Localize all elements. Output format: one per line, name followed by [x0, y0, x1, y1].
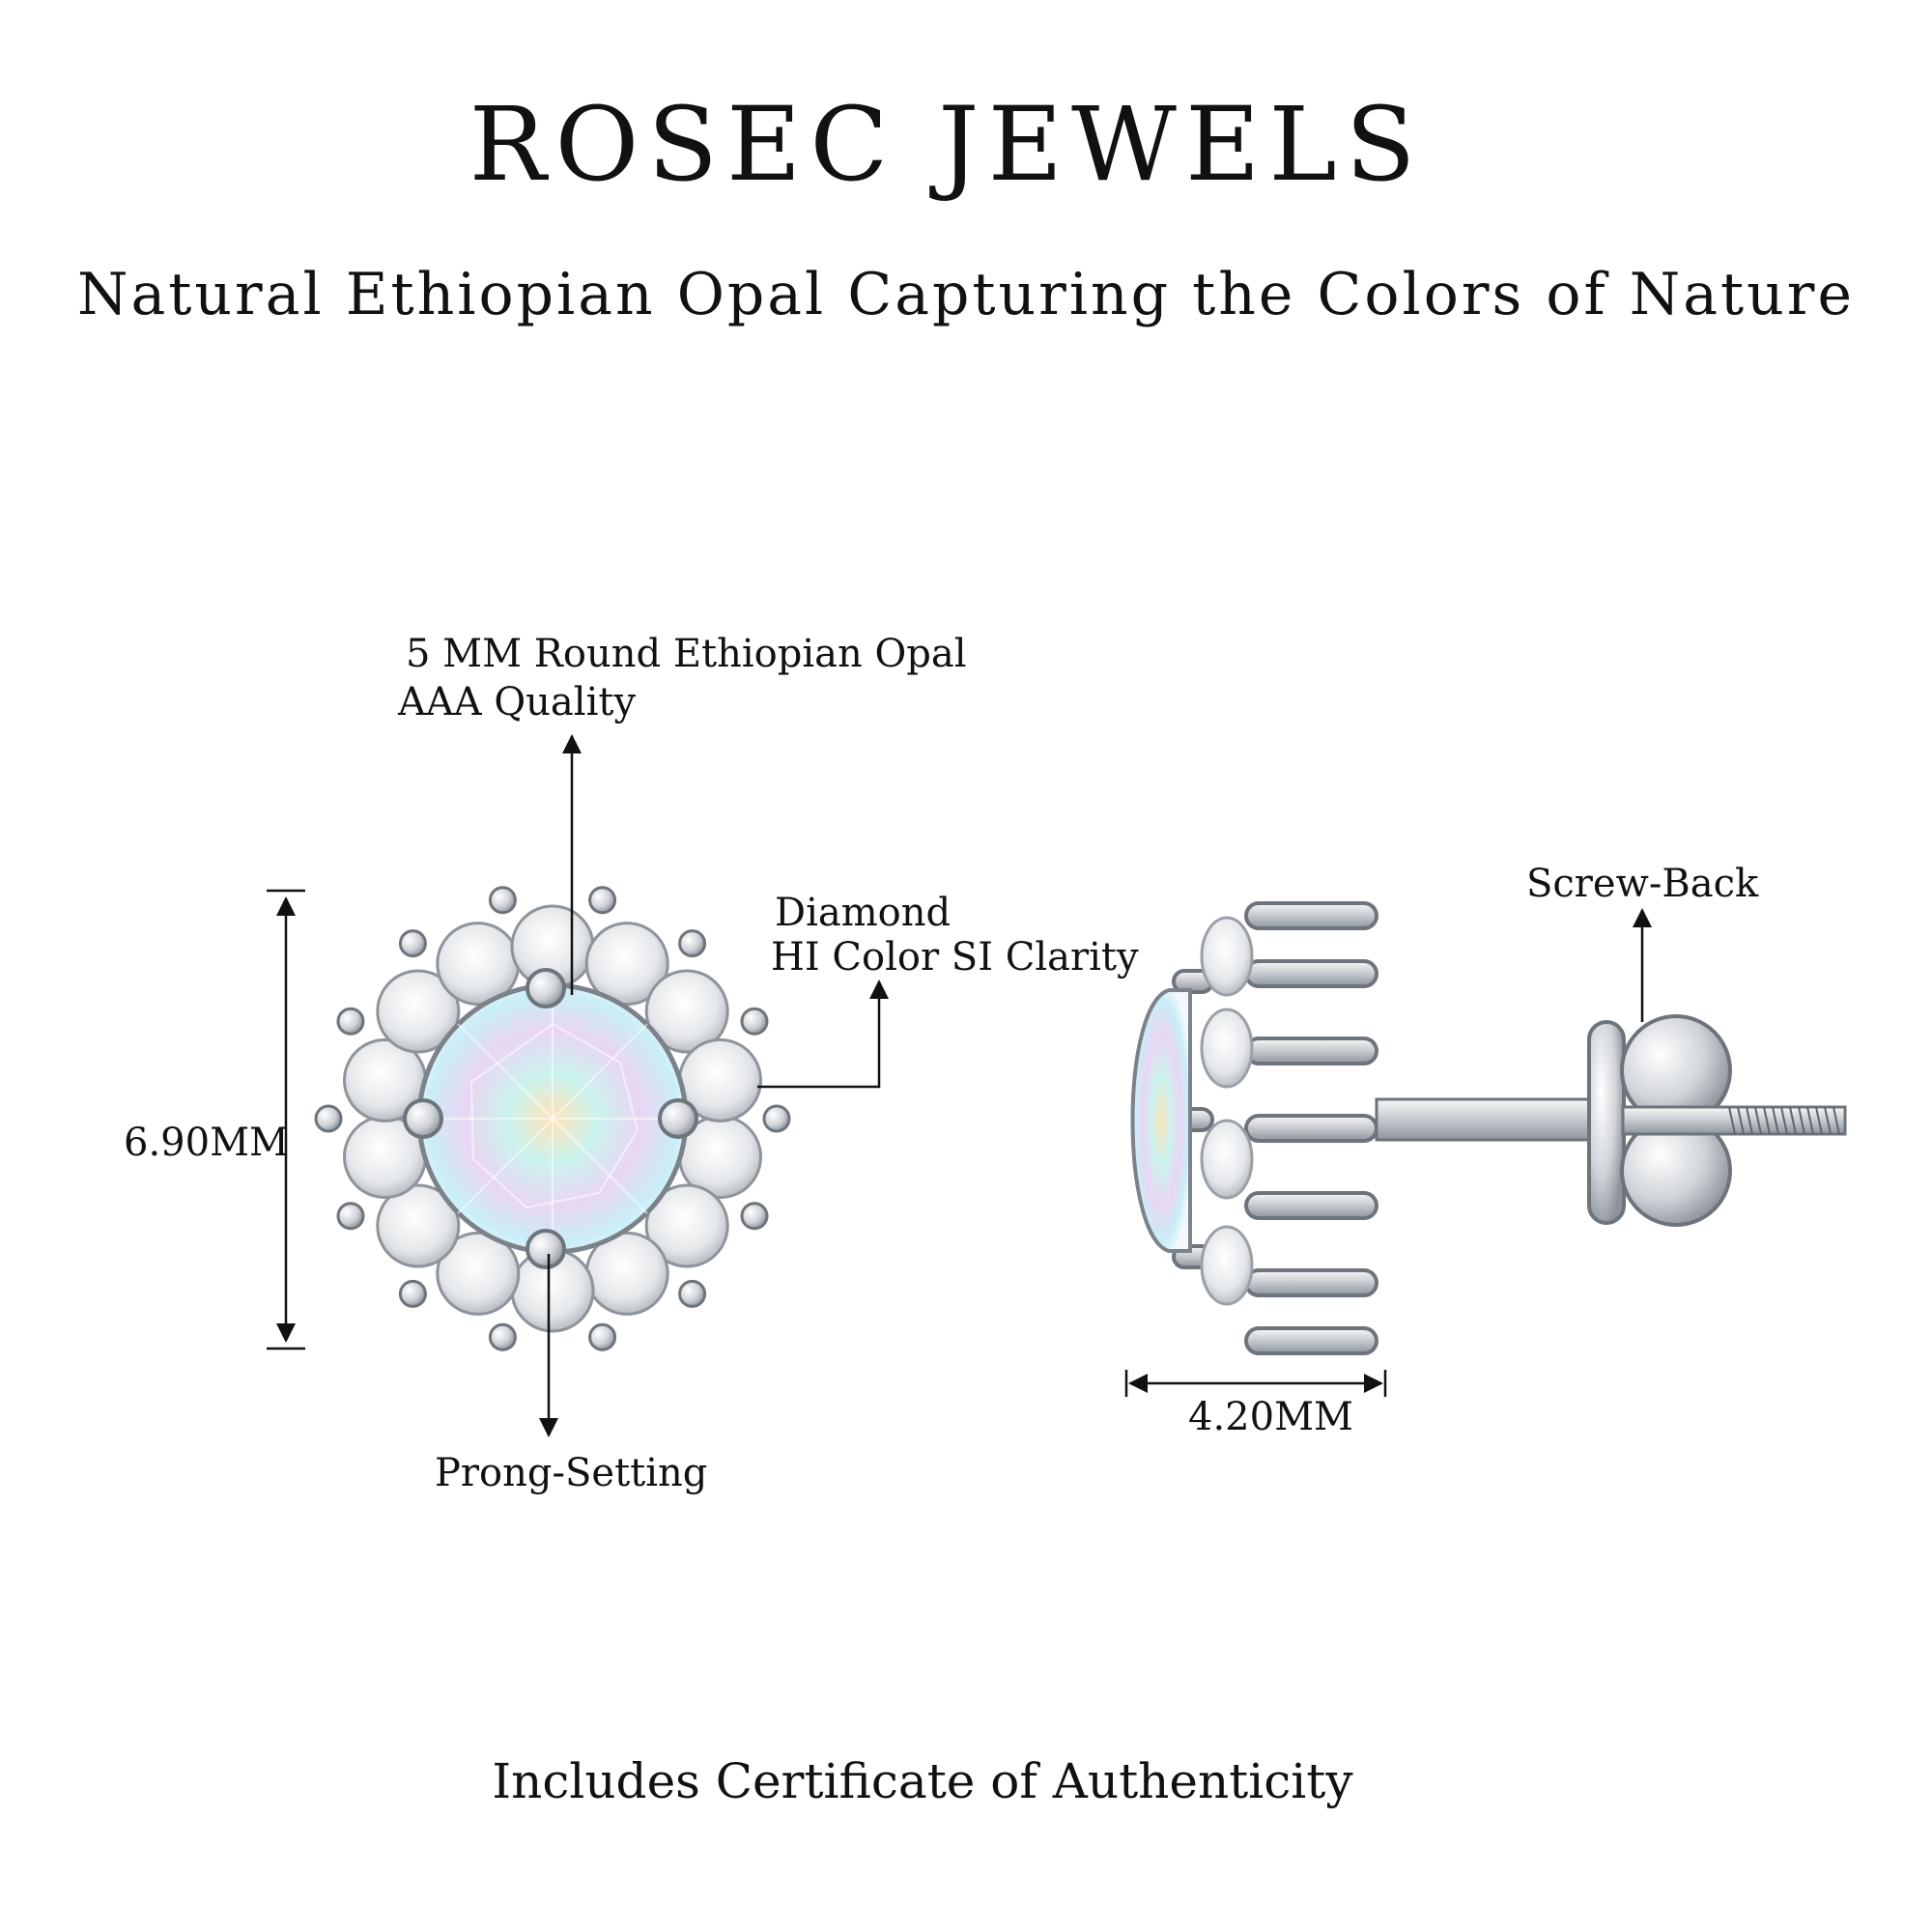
halo-diamonds — [314, 886, 791, 1351]
halo-prong — [314, 1104, 343, 1133]
thread-line — [1763, 1106, 1771, 1135]
thread-line — [1833, 1106, 1840, 1135]
halo-prong — [488, 886, 517, 915]
thread-line — [1789, 1106, 1797, 1135]
halo-prong — [488, 1322, 517, 1351]
center-stone-label-line1: 5 MM Round Ethiopian Opal — [406, 632, 967, 676]
height-label: 6.90MM — [124, 1121, 289, 1165]
halo-diamond — [376, 969, 461, 1054]
thread-line — [1737, 1106, 1745, 1135]
thread-line — [1780, 1106, 1788, 1135]
halo-prong — [762, 1104, 791, 1133]
brand-title: ROSEC JEWELS — [469, 85, 1425, 204]
halo-diamond — [644, 969, 729, 1054]
front-view-earring — [314, 886, 791, 1351]
halo-prong — [740, 1202, 769, 1231]
center-prongs — [403, 968, 698, 1269]
center-stone-label-line2: AAA Quality — [398, 680, 637, 724]
diamond-label-line2: HI Color SI Clarity — [771, 935, 1139, 980]
halo-diamond — [644, 1183, 729, 1268]
halo-prong — [588, 886, 617, 915]
halo-prong — [678, 1279, 707, 1308]
certificate-note: Includes Certificate of Authenticity — [492, 1753, 1353, 1809]
halo-prong — [678, 929, 707, 958]
thread-line — [1772, 1106, 1779, 1135]
thread-line — [1754, 1106, 1762, 1135]
side-view-earring — [1130, 901, 1847, 1355]
halo-diamond — [376, 1183, 461, 1268]
diamond-pointer — [757, 980, 889, 1089]
side-opal-stone — [1130, 988, 1192, 1253]
halo-prong — [398, 929, 427, 958]
thread-line — [1815, 1106, 1823, 1135]
screw-back-butterfly — [1587, 1014, 1732, 1227]
screw-thread — [1621, 1105, 1847, 1136]
screw-back-label: Screw-Back — [1526, 862, 1759, 906]
halo-prong — [336, 1007, 365, 1036]
setting-label: Prong-Setting — [435, 1451, 708, 1495]
opal-facets — [419, 985, 686, 1252]
thread-line — [1746, 1106, 1753, 1135]
side-halo-diamonds — [1200, 916, 1254, 1306]
thread-line — [1798, 1106, 1805, 1135]
earring-post — [1375, 1097, 1620, 1142]
annotation-lines — [267, 734, 1652, 1437]
diamond-label-line1: Diamond — [775, 891, 952, 935]
halo-prong — [588, 1322, 617, 1351]
halo-prong — [398, 1279, 427, 1308]
halo-diamond — [584, 922, 669, 1007]
thread-line — [1806, 1106, 1814, 1135]
halo-diamond — [436, 1231, 521, 1316]
halo-prong — [740, 1007, 769, 1036]
depth-label: 4.20MM — [1188, 1395, 1353, 1439]
product-tagline: Natural Ethiopian Opal Capturing the Col… — [77, 261, 1855, 328]
halo-prong — [336, 1202, 365, 1231]
thread-line — [1728, 1106, 1736, 1135]
thread-line — [1824, 1106, 1832, 1135]
